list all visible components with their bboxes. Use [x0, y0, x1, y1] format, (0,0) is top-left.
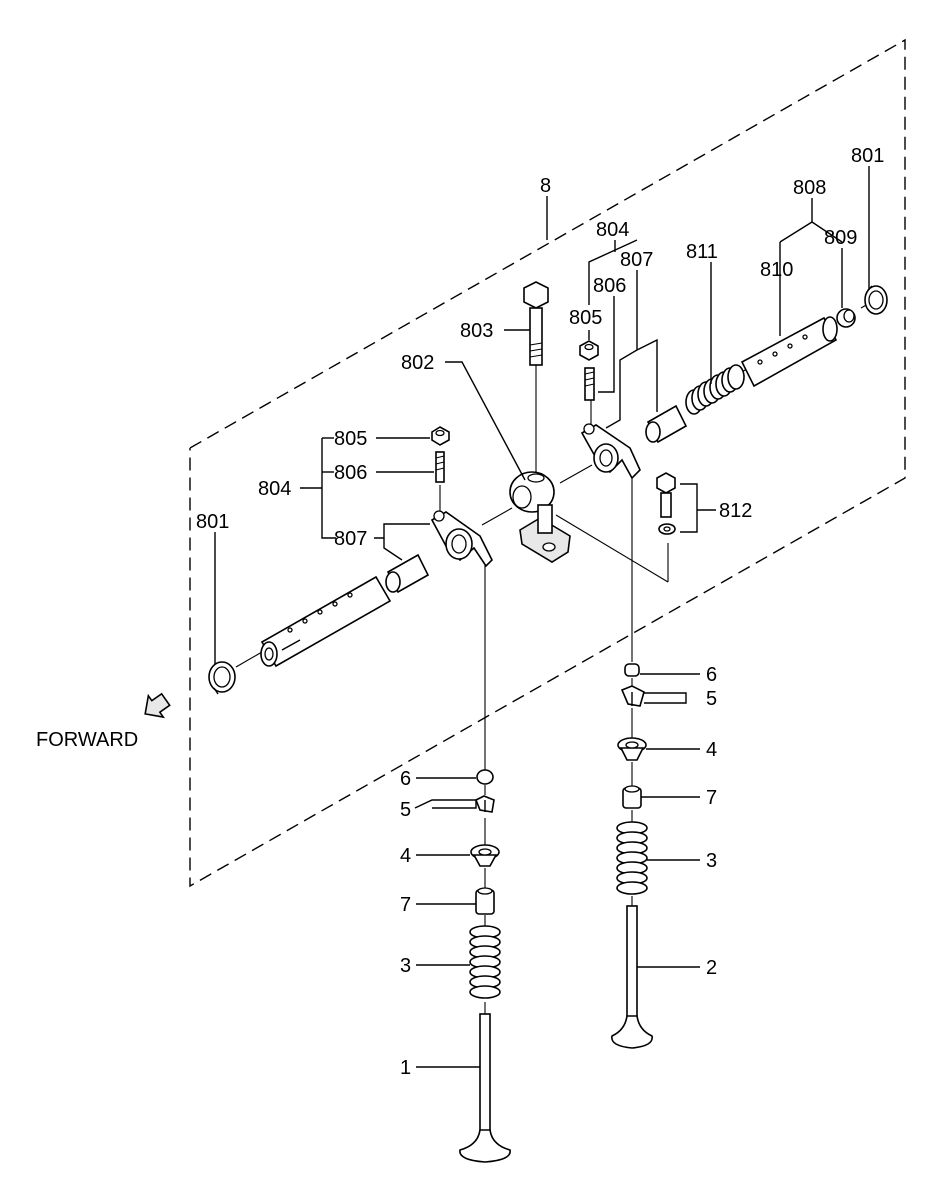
label-valve-spring-left: 3	[400, 955, 411, 977]
label-adjust-screw-right: 806	[593, 275, 626, 297]
spring-retainer-right-icon	[617, 737, 647, 761]
snap-ring-right-icon	[864, 285, 888, 315]
label-rocker-arm-left: 804	[258, 478, 291, 500]
label-bracket-bolt: 803	[460, 320, 493, 342]
label-valve-spring-right: 3	[706, 850, 717, 872]
label-assembly: 8	[540, 175, 551, 197]
label-valve-cotter-left: 5	[400, 799, 411, 821]
valve-cap-right-icon	[624, 663, 640, 677]
label-valve-cap-left: 6	[400, 768, 411, 790]
adjust-screw-right-icon	[584, 367, 595, 401]
label-spring-retainer-left: 4	[400, 845, 411, 867]
valve-cap-left-icon	[476, 769, 494, 785]
label-rocker-shaft-assy: 808	[793, 177, 826, 199]
label-adjust-screw-left: 806	[334, 462, 367, 484]
label-stem-seal-left: 7	[400, 894, 411, 916]
stem-seal-right-icon	[622, 785, 642, 809]
label-valve-cotter-right: 5	[706, 688, 717, 710]
shaft-plug-icon	[836, 308, 856, 328]
forward-arrow-icon	[144, 692, 171, 719]
assembly-boundary	[189, 38, 906, 888]
rocker-arm-left-icon	[430, 510, 493, 568]
bolt-washer-icon	[656, 472, 676, 535]
label-stem-seal-right: 7	[706, 787, 717, 809]
bracket-bolt-icon	[523, 281, 549, 366]
rocker-shaft-left-icon	[260, 575, 392, 668]
label-forward: FORWARD	[36, 729, 138, 751]
label-spring-retainer-right: 4	[706, 739, 717, 761]
rocker-arm-right-icon	[580, 423, 641, 480]
adjust-screw-left-icon	[435, 451, 445, 483]
label-shaft-plug: 809	[824, 227, 857, 249]
center-lines	[235, 303, 869, 1014]
label-shaft-spring: 811	[686, 241, 718, 263]
label-lock-nut-left: 805	[334, 428, 367, 450]
stem-seal-left-icon	[475, 887, 495, 915]
label-rocker-arm-right: 804	[596, 219, 629, 241]
bushing-left-icon	[385, 553, 430, 594]
bushing-right-icon	[645, 404, 688, 444]
label-snap-ring-left: 801	[196, 511, 229, 533]
valve-spring-left-icon	[469, 925, 501, 999]
label-rocker-bracket: 802	[401, 352, 434, 374]
valve-spring-right-icon	[616, 821, 648, 895]
snap-ring-left-icon	[208, 661, 236, 695]
label-rocker-shaft: 810	[760, 259, 793, 281]
label-lock-nut-right: 805	[569, 307, 602, 329]
rocker-shaft-right-icon	[740, 316, 838, 388]
valve-cotter-right-icon	[620, 685, 645, 707]
label-bolt-washer: 812	[719, 500, 752, 522]
label-intake-valve: 1	[400, 1057, 411, 1079]
leader-lines	[214, 166, 870, 1068]
part-labels: 8 801 801 808 809 810 811 804 807 806 80…	[36, 145, 884, 1079]
exhaust-valve-icon	[611, 905, 653, 1049]
shaft-spring-icon	[685, 364, 745, 415]
intake-valve-icon	[459, 1013, 511, 1163]
spring-retainer-left-icon	[470, 844, 500, 867]
valve-cotter-left-icon	[474, 795, 495, 813]
label-snap-ring-right: 801	[851, 145, 884, 167]
lock-nut-left-icon	[431, 426, 450, 446]
lock-nut-right-icon	[579, 340, 599, 361]
rocker-bracket-icon	[509, 471, 571, 563]
label-bushing-left: 807	[334, 528, 367, 550]
label-exhaust-valve: 2	[706, 957, 717, 979]
label-bushing-right: 807	[620, 249, 653, 271]
label-valve-cap-right: 6	[706, 664, 717, 686]
